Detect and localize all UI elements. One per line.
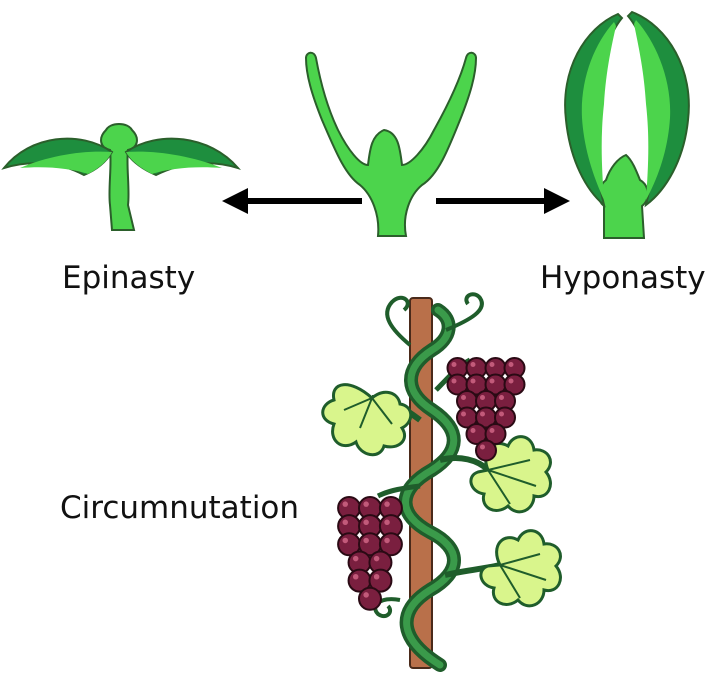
grape-highlight	[342, 501, 348, 507]
tendril-bottom	[373, 597, 401, 619]
grape-highlight	[489, 362, 495, 367]
vine-leaf-1-vein	[343, 397, 393, 429]
grape-highlight	[508, 362, 514, 367]
tendril-top-right	[445, 292, 484, 332]
grape-highlight	[461, 395, 466, 400]
normal-seedling-body	[304, 51, 478, 237]
hyponasty-seedling	[564, 10, 690, 239]
grape-highlight	[373, 555, 380, 562]
grape-highlight	[508, 378, 514, 384]
right-arrow	[436, 188, 570, 214]
normal-seedling	[304, 51, 478, 237]
left-arrowhead	[222, 188, 248, 214]
epinasty-label: Epinasty	[62, 260, 196, 296]
left-arrow	[222, 188, 362, 214]
circumnutation-label: Circumnutation	[60, 490, 300, 526]
grape-highlight	[480, 395, 485, 400]
grape-highlight	[363, 501, 369, 507]
epinasty-right-leaf-light	[126, 151, 222, 174]
grape-highlight	[470, 362, 476, 367]
hyponasty-left-leaf-light	[581, 22, 616, 200]
grape-highlight	[384, 519, 390, 526]
grape-highlight	[384, 501, 390, 507]
grape-highlight	[384, 537, 390, 544]
hyponasty-label: Hyponasty	[540, 260, 706, 296]
grape-highlight	[489, 378, 495, 384]
grape-highlight	[480, 444, 485, 450]
epinasty-stem	[100, 123, 138, 231]
grape-highlight	[373, 574, 380, 580]
grape-highlight	[363, 592, 369, 598]
grape-highlight	[342, 519, 348, 526]
grape-highlight	[470, 428, 476, 433]
grape-cluster-upper	[446, 357, 526, 462]
grape-highlight	[342, 537, 348, 544]
hyponasty-right-leaf-light	[634, 20, 671, 200]
grape-highlight	[480, 411, 485, 417]
grape-highlight	[499, 395, 504, 400]
vine-leaf-3	[479, 529, 562, 608]
grape-berry	[475, 439, 497, 462]
vine-leaf-1	[321, 383, 413, 457]
grape-highlight	[499, 411, 504, 417]
grape-highlight	[451, 378, 457, 384]
vine-leaf-3-vein	[499, 553, 547, 599]
epinasty-left-leaf-light	[20, 151, 112, 174]
grape-highlight	[352, 555, 359, 562]
grape-highlight	[461, 411, 466, 417]
vine-leaf-2-vein	[487, 459, 537, 505]
grape-cluster-lower	[337, 496, 403, 611]
epinasty-seedling	[1, 123, 241, 231]
twining-stem-highlight	[402, 306, 458, 669]
tendril-top-left	[385, 295, 412, 347]
right-arrowhead	[544, 188, 570, 214]
grapevine-illustration	[321, 292, 562, 672]
grape-berry	[358, 586, 382, 611]
grape-highlight	[363, 537, 369, 544]
grape-stem-2	[376, 483, 421, 499]
leaf-petiole-2	[439, 455, 491, 473]
grape-highlight	[489, 428, 495, 433]
grape-highlight	[352, 574, 359, 580]
grape-highlight	[363, 519, 369, 526]
grape-highlight	[451, 362, 457, 367]
hyponasty-stem	[598, 153, 649, 239]
grape-highlight	[470, 378, 476, 384]
